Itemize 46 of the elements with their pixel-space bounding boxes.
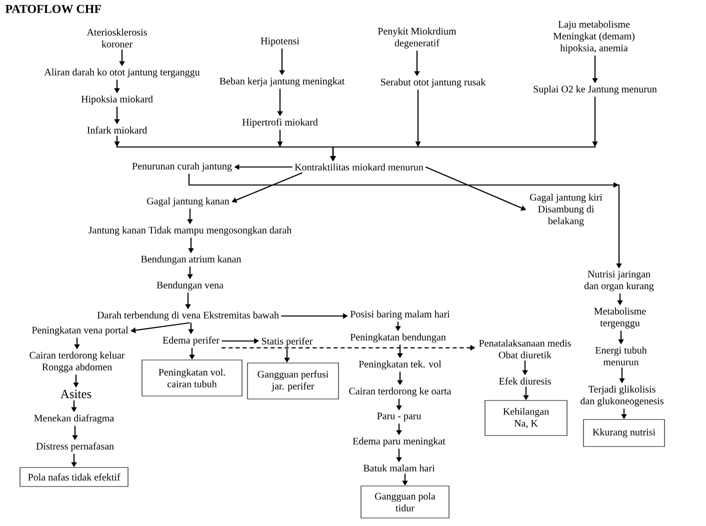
step-text: Penykit Miokrdium degeneratif xyxy=(378,28,456,48)
step-text: Serabut otot jantung rusak xyxy=(381,78,486,88)
step-text: Efek diuresis xyxy=(499,377,551,385)
step-text: Darah terbendung di vena Ekstremitas bawah xyxy=(97,311,279,321)
step-text: Peningkatan vena portal xyxy=(32,326,128,336)
step-text: Penatalaksanaan medis Obat diuretik xyxy=(479,340,571,358)
step-text: Hipotensi xyxy=(260,38,300,46)
step-text: Nutrisi jaringan dan organ kurang xyxy=(584,270,654,292)
step-text: Distress pernafasan xyxy=(36,442,114,452)
step-text: Cairan terdorong keluar Rongga abdomen xyxy=(30,352,125,372)
step-text: Bendungan vena xyxy=(156,281,224,291)
step-text: Energi tubuh menurun xyxy=(595,346,647,366)
outcome-box: Gangguan pola tidur xyxy=(360,486,450,518)
title: PATOFLOW CHF xyxy=(5,4,101,14)
step-text: Menekan diafragma xyxy=(34,414,114,424)
step-text: Bendungan atrium kanan xyxy=(141,255,242,265)
outcome-box: Pola nafas tidak efektif xyxy=(20,467,128,487)
step-text: Kontraktilitas miokard menurun xyxy=(294,163,424,170)
step-text: Paru - paru xyxy=(377,412,422,422)
step-text: Laju metabolisme Meningkat (demam) hipoksia, anemia xyxy=(553,20,635,54)
step-text: Infark miokard xyxy=(87,126,148,134)
step-text: Peningkatan tek. vol xyxy=(358,360,442,370)
step-text: Cairan terdorong ke oarta xyxy=(349,387,452,397)
outcome-box: Kkurang nutrisi xyxy=(583,419,665,447)
step-text: Aliran darah ko otot jantung terganggu xyxy=(44,68,200,78)
step-text: Peningkatan bendungan xyxy=(350,333,446,343)
step-text: Gagal jantung kanan xyxy=(147,197,230,207)
step-text: Asites xyxy=(60,390,92,398)
step-text: Edema perifer xyxy=(162,336,220,346)
step-text: Edema paru meningkat xyxy=(352,437,446,447)
step-text: Posisi baring malam hari xyxy=(350,310,450,320)
step-text: Gagal jantung kiri Disambung di belakang xyxy=(530,194,602,226)
step-text: Jantung kanan Tidak mampu mengosongkan darah xyxy=(88,226,292,236)
step-text: Batuk malam hari xyxy=(363,464,435,472)
step-text: Hipertrofi miokard xyxy=(242,118,318,128)
step-text: Beban kerja jantung meningkat xyxy=(220,77,345,87)
outcome-box: Peningkatan vol. cairan tubuh xyxy=(142,360,242,396)
step-text: Ateriosklerosis koroner xyxy=(86,28,147,48)
outcome-box: Kehilangan Na, K xyxy=(484,400,568,436)
outcome-box: Gangguan perfusi jar. perifer xyxy=(247,362,339,400)
step-text: Terjadi glikolisis dan glukoneogenesis xyxy=(580,386,664,406)
step-text: Hipoksia miokard xyxy=(81,95,153,105)
step-text: Statis perifer xyxy=(262,337,313,347)
step-text: Metabolisme tergenggu xyxy=(594,308,646,328)
step-text: Penurunan curah jantung xyxy=(132,162,232,172)
step-text: Suplai O2 ke Jantung menurun xyxy=(534,85,657,95)
